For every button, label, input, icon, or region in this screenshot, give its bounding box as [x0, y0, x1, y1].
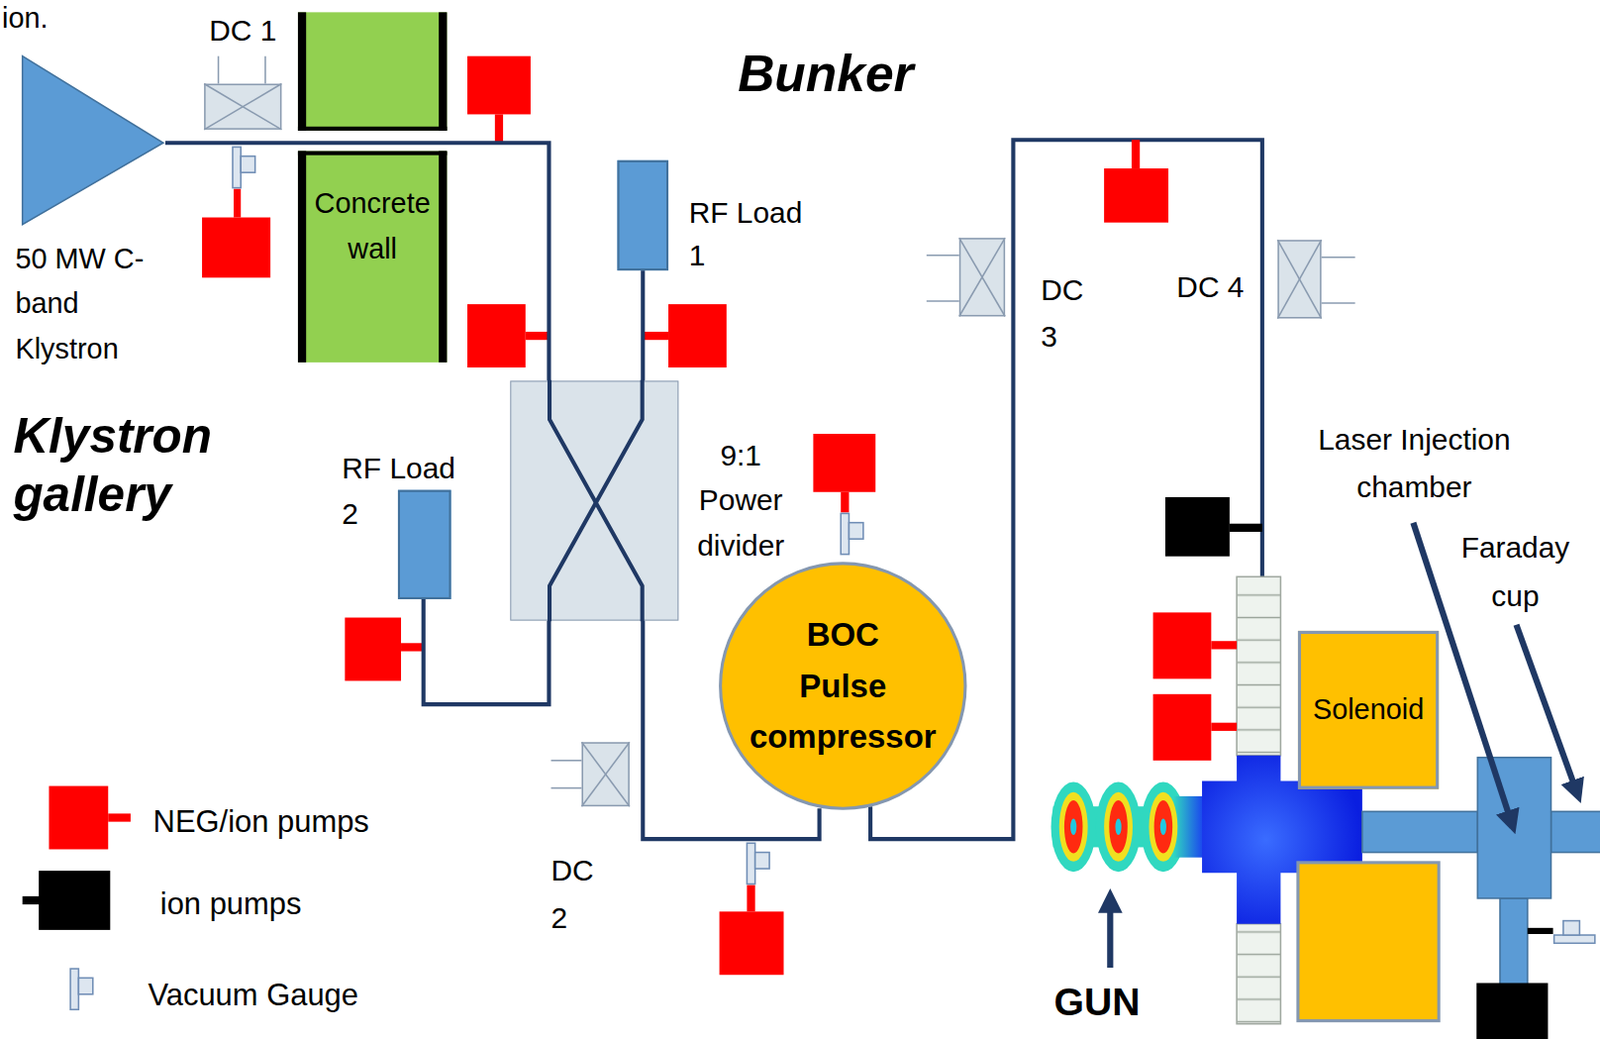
- concrete-wall-upper: [298, 11, 447, 131]
- directional-coupler: DC 4: [1277, 239, 1321, 318]
- legend-swatch: [38, 870, 110, 930]
- directional-coupler: DC 1: [203, 84, 282, 130]
- pulse-compressor: BOC Pulse compressor: [718, 561, 968, 810]
- rf-load: RF Load 2: [398, 490, 452, 600]
- pump-stub: [1527, 927, 1554, 934]
- solenoid-lower: [1298, 862, 1439, 1021]
- node-text: Concrete wall: [305, 181, 439, 272]
- node-text: RF Load 2: [341, 445, 463, 536]
- vacuum-gauge: [746, 842, 770, 884]
- vacuum-gauge-legend-symbol: [70, 968, 94, 1009]
- legend-text: ion pumps: [160, 884, 302, 924]
- power-divider-shape: [510, 381, 678, 619]
- legend-swatch-stub: [22, 896, 42, 904]
- legend-swatch: [48, 786, 108, 850]
- ion-pumps: [1165, 497, 1263, 557]
- concrete-wall: Concrete wall: [298, 151, 447, 363]
- vacuum-gauge: [840, 512, 864, 554]
- node-text: Solenoid: [1312, 691, 1424, 729]
- vacuum-gauge: [232, 146, 256, 188]
- legend-text: NEG/ion pumps: [153, 800, 370, 841]
- waveguide: [640, 270, 645, 381]
- klystron-shape: [11, 51, 166, 371]
- directional-coupler: DC 3: [959, 237, 1005, 316]
- solenoid: Solenoid: [1298, 630, 1439, 790]
- beam-line: [1362, 757, 1600, 986]
- node-text: BOC Pulse compressor: [744, 608, 941, 763]
- callout-label: GUN: [1054, 977, 1141, 1028]
- callout-label: Faraday cup: [1438, 522, 1593, 621]
- directional-coupler-shape: [1277, 239, 1321, 318]
- node-text: 9:1 Power divider: [685, 432, 798, 568]
- vacuum-gauge: [1554, 920, 1596, 944]
- directional-coupler-shape: [203, 84, 282, 130]
- directional-coupler: DC 2: [581, 741, 629, 806]
- cut-off-text: ion.: [1, 0, 49, 38]
- legend-swatch-stub: [107, 812, 131, 821]
- ion-pump: [1476, 982, 1548, 1039]
- node-text: DC 3: [1040, 266, 1088, 361]
- legend-text: Vacuum Gauge: [147, 974, 359, 1014]
- node-text: DC 1: [208, 11, 277, 51]
- node-text: DC 4: [1176, 268, 1244, 307]
- directional-coupler-shape: [959, 237, 1005, 316]
- area-label: Klystron gallery: [12, 405, 258, 525]
- klystron: 50 MW C-band Klystron: [11, 51, 166, 371]
- rf-load: RF Load 1: [617, 160, 670, 271]
- power-divider: 9:1 Power divider: [509, 380, 679, 620]
- callout-label: Laser Injection chamber: [1280, 415, 1548, 510]
- directional-coupler-shape: [581, 741, 629, 806]
- node-text: 50 MW C-band Klystron: [14, 236, 169, 372]
- node-text: DC 2: [551, 846, 599, 941]
- area-label: Bunker: [737, 40, 914, 107]
- node-text: RF Load 1: [689, 191, 810, 278]
- waveguide: [165, 142, 550, 381]
